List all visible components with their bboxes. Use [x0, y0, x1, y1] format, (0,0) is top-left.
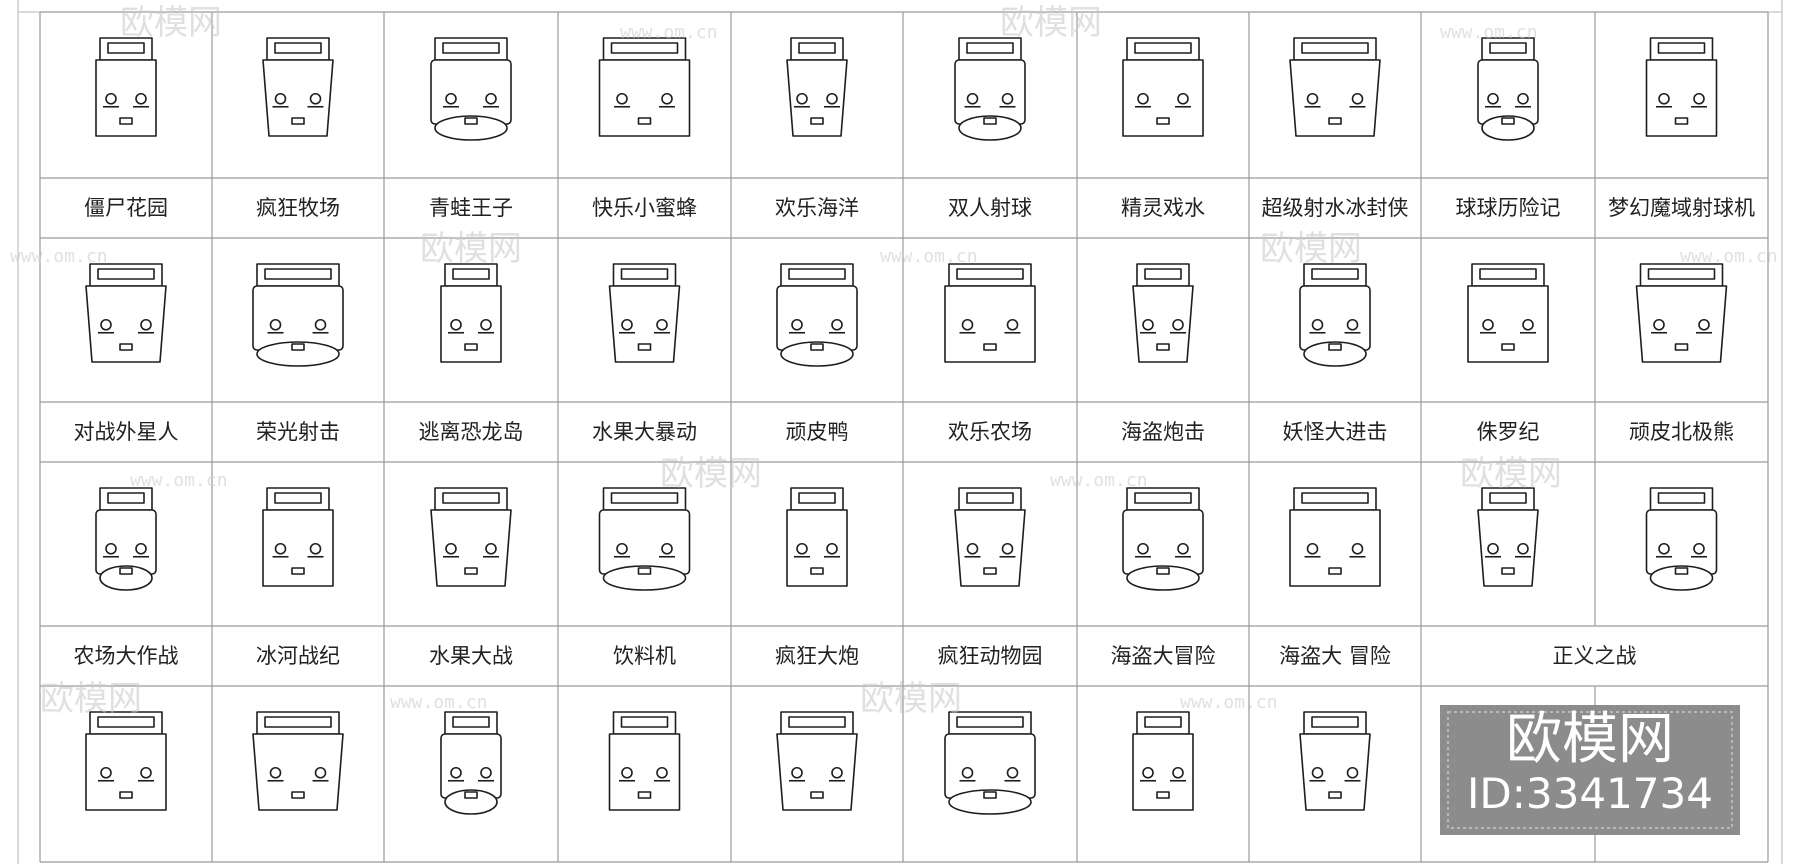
machine-label: 正义之战 — [1553, 644, 1637, 668]
watermark-brand: 欧模网 — [420, 229, 522, 269]
machine-label: 欢乐海洋 — [775, 196, 859, 220]
watermark-url: www.om.cn — [130, 470, 228, 491]
machine-label: 海盗大 冒险 — [1279, 644, 1391, 668]
arcade-machine-icon — [430, 37, 512, 141]
machine-label: 水果大暴动 — [592, 420, 697, 444]
arcade-machine-icon — [776, 263, 858, 367]
machine-label: 双人射球 — [948, 196, 1032, 220]
machine-label: 梦幻魔域射球机 — [1608, 196, 1755, 220]
machine-label: 超级射水冰封侠 — [1262, 196, 1409, 220]
watermark-brand: 欧模网 — [120, 3, 222, 43]
machine-label: 冰河战纪 — [256, 644, 340, 668]
arcade-machine-icon — [1635, 263, 1728, 363]
machine-label: 饮料机 — [613, 644, 676, 668]
arcade-machine-icon — [1132, 263, 1194, 363]
logo-brand-text: 欧模网 — [1506, 707, 1674, 772]
arcade-machine-icon — [440, 711, 502, 815]
machine-label: 荣光射击 — [256, 420, 340, 444]
machine-icons — [85, 37, 1728, 815]
arcade-machine-icon — [608, 711, 681, 811]
machine-label: 疯狂动物园 — [938, 644, 1043, 668]
watermark-brand: 欧模网 — [1460, 454, 1562, 494]
arcade-machine-icon — [786, 487, 848, 587]
arcade-machine-icon — [786, 37, 848, 137]
arcade-machine-icon — [252, 263, 344, 367]
arcade-machine-icon — [262, 37, 334, 137]
machine-label: 妖怪大进击 — [1283, 420, 1388, 444]
arcade-machine-icon — [95, 487, 157, 591]
watermark-url: www.om.cn — [390, 692, 488, 713]
machine-label: 农场大作战 — [74, 644, 179, 668]
machine-label: 对战外星人 — [74, 420, 179, 444]
machine-labels: 僵尸花园 疯狂牧场 青蛙王子 快乐小蜜蜂 欢乐海洋 双人射球 精灵戏水 超级射水冰封侠 球球历险… — [74, 196, 1756, 668]
brand-logo: 欧模网 ID:3341734 — [1440, 705, 1740, 835]
arcade-machine-icon — [954, 37, 1026, 141]
arcade-machine-icon — [598, 487, 691, 591]
arcade-machine-icon — [944, 711, 1036, 815]
machine-label: 海盗炮击 — [1121, 420, 1205, 444]
arcade-machine-icon — [776, 711, 858, 811]
arcade-machine-icon — [1299, 263, 1371, 367]
watermark-brand: 欧模网 — [40, 679, 142, 719]
arcade-machine-icon — [608, 263, 681, 363]
machine-label: 海盗大冒险 — [1111, 644, 1216, 668]
arcade-machine-icon — [1289, 487, 1381, 587]
watermark-brand: 欧模网 — [1000, 3, 1102, 43]
logo-pattern-box — [1440, 705, 1740, 835]
arcade-machine-icon — [954, 487, 1026, 587]
machine-label: 僵尸花园 — [84, 196, 168, 220]
arcade-machine-icon — [1477, 487, 1539, 587]
watermark-url: www.om.cn — [620, 22, 718, 43]
arcade-machine-icon — [440, 263, 502, 363]
arcade-machine-icon — [598, 37, 691, 137]
watermark-url: www.om.cn — [1180, 692, 1278, 713]
watermark-brand: 欧模网 — [1260, 229, 1362, 269]
watermark-url: www.om.cn — [1050, 470, 1148, 491]
machine-label: 侏罗纪 — [1477, 420, 1540, 444]
machine-label: 疯狂牧场 — [256, 196, 340, 220]
machine-label: 球球历险记 — [1456, 196, 1561, 220]
arcade-machine-icon — [1122, 487, 1204, 591]
arcade-machine-icon — [1477, 37, 1539, 141]
machine-label: 水果大战 — [429, 644, 513, 668]
watermark-url: www.om.cn — [1680, 246, 1778, 267]
logo-id-text: ID:3341734 — [1467, 769, 1713, 818]
machine-label: 顽皮鸭 — [786, 420, 849, 444]
arcade-machine-icon — [262, 487, 334, 587]
arcade-machine-icon — [430, 487, 512, 587]
arcade-machine-icon — [252, 711, 344, 811]
arcade-machine-icon — [85, 711, 167, 811]
arcade-machine-icon — [95, 37, 157, 137]
machine-label: 欢乐农场 — [948, 420, 1032, 444]
arcade-machine-icon — [1645, 37, 1718, 137]
watermark-brand: 欧模网 — [860, 679, 962, 719]
arcade-machine-icon — [944, 263, 1036, 363]
watermark-url: www.om.cn — [1440, 22, 1538, 43]
machine-label: 快乐小蜜蜂 — [592, 196, 697, 220]
machine-label: 精灵戏水 — [1121, 196, 1205, 220]
machine-label: 青蛙王子 — [429, 196, 513, 220]
arcade-machine-icon — [1467, 263, 1549, 363]
arcade-machine-icon — [85, 263, 167, 363]
machine-label: 逃离恐龙岛 — [419, 420, 524, 444]
table-grid — [39, 11, 1769, 863]
machine-label: 顽皮北极熊 — [1629, 420, 1734, 444]
arcade-machine-icon — [1299, 711, 1371, 811]
arcade-machine-icon — [1289, 37, 1381, 137]
machine-label: 疯狂大炮 — [775, 644, 859, 668]
arcade-machine-icon — [1122, 37, 1204, 137]
watermark-brand: 欧模网 — [660, 454, 762, 494]
arcade-machine-icon — [1645, 487, 1718, 591]
logo-pattern — [1447, 711, 1733, 829]
watermark-url: www.om.cn — [880, 246, 978, 267]
watermark-url: www.om.cn — [10, 246, 108, 267]
arcade-machine-icon — [1132, 711, 1194, 811]
